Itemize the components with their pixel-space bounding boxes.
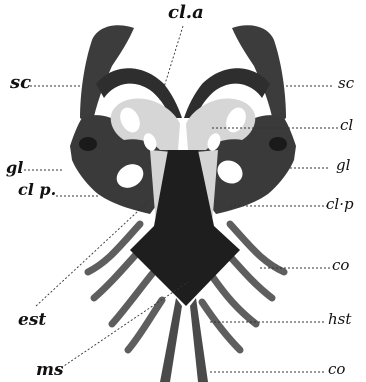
- glenoid-right: [269, 137, 287, 151]
- rib-right-3: [212, 276, 256, 324]
- label-est: est: [18, 312, 46, 329]
- label-ms: ms: [36, 362, 64, 379]
- shoulder-girdle: [70, 25, 296, 382]
- label-gl-left: gl: [6, 160, 23, 176]
- label-hst: hst: [328, 312, 351, 327]
- rib-left-3: [112, 274, 152, 324]
- label-cl-p-left: cl p.: [18, 182, 56, 198]
- rib-left-4: [128, 300, 162, 350]
- label-sc-right: sc: [338, 76, 354, 91]
- label-sc-left: sc: [10, 74, 31, 92]
- label-cl-p-right: cl·p: [326, 197, 354, 212]
- label-co-upper: co: [332, 258, 349, 273]
- xiphisternum-left: [160, 298, 182, 382]
- label-co-lower: co: [328, 362, 345, 377]
- rib-left-2: [94, 250, 140, 298]
- rib-right-4: [202, 302, 240, 350]
- label-cl-right: cl: [340, 118, 353, 133]
- label-gl-right: gl: [336, 158, 350, 173]
- glenoid-left: [79, 137, 97, 151]
- label-cl-a: cl.a: [168, 4, 204, 22]
